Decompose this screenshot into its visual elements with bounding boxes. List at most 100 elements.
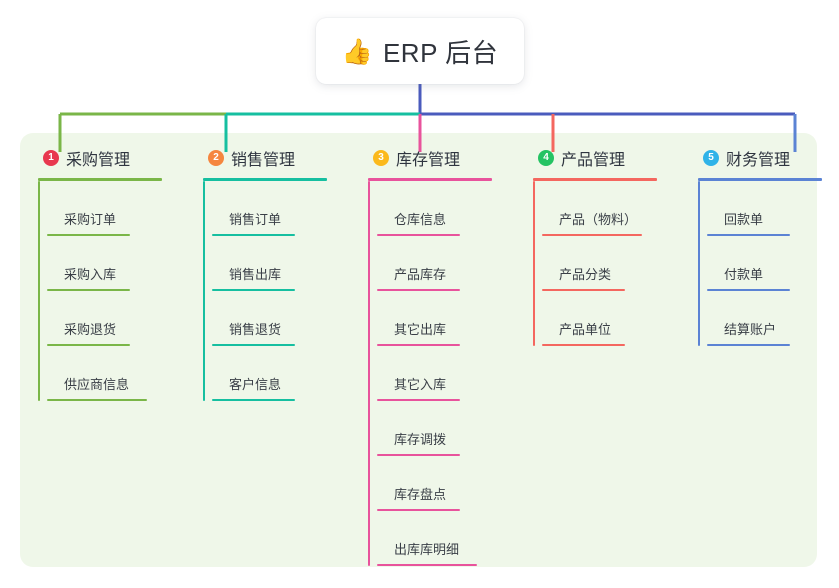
leaf-list: 产品（物料） 产品分类产品单位 — [533, 181, 680, 346]
leaf-node[interactable]: 库存盘点 — [377, 456, 515, 511]
leaf-node[interactable]: 回款单 — [707, 181, 832, 236]
leaf-list: 回款单付款单结算账户 — [698, 181, 832, 346]
column-title: 财务管理 — [726, 152, 791, 169]
leaf-node[interactable]: 其它入库 — [377, 346, 515, 401]
leaf-underline — [47, 399, 147, 401]
leaf-node[interactable]: 销售订单 — [212, 181, 350, 236]
leaf-label: 产品（物料） — [559, 212, 638, 227]
leaf-label: 采购退货 — [64, 322, 117, 337]
column-header-5[interactable]: 5 财务管理 — [698, 145, 832, 171]
column-3: 3 库存管理仓库信息产品库存其它出库其它入库库存调拨库存盘点出库库明细 — [350, 133, 515, 567]
leaf-label: 采购订单 — [64, 212, 117, 227]
leaf-underline — [212, 289, 295, 291]
leaf-node[interactable]: 库存调拨 — [377, 401, 515, 456]
leaf-label: 销售出库 — [229, 267, 282, 282]
column-4: 4 产品管理产品（物料） 产品分类产品单位 — [515, 133, 680, 567]
leaf-node[interactable]: 产品库存 — [377, 236, 515, 291]
column-underline — [698, 178, 822, 181]
column-container: 1 采购管理采购订单采购入库采购退货供应商信息 2 销售管理销售订单销售出库销售退货客… — [20, 133, 822, 567]
leaf-label: 客户信息 — [229, 377, 282, 392]
leaf-label: 付款单 — [724, 267, 764, 282]
leaf-label: 其它入库 — [394, 377, 447, 392]
column-number-badge: 3 — [373, 150, 389, 166]
leaf-underline — [377, 344, 460, 346]
root-node[interactable]: 👍 ERP 后台 — [316, 18, 524, 84]
column-header-1[interactable]: 1 采购管理 — [38, 145, 185, 171]
column-spine — [533, 181, 535, 346]
column-number-badge: 5 — [703, 150, 719, 166]
column-spine — [203, 181, 205, 401]
column-spine — [368, 181, 370, 566]
column-header-2[interactable]: 2 销售管理 — [203, 145, 350, 171]
column-underline — [533, 178, 657, 181]
column-1: 1 采购管理采购订单采购入库采购退货供应商信息 — [20, 133, 185, 567]
leaf-underline — [47, 289, 130, 291]
leaf-label: 库存盘点 — [394, 487, 447, 502]
leaf-label: 产品库存 — [394, 267, 447, 282]
leaf-underline — [542, 289, 625, 291]
leaf-underline — [377, 564, 477, 566]
leaf-node[interactable]: 销售出库 — [212, 236, 350, 291]
column-title: 销售管理 — [231, 152, 296, 169]
leaf-node[interactable]: 其它出库 — [377, 291, 515, 346]
leaf-underline — [542, 344, 625, 346]
leaf-label: 结算账户 — [724, 322, 777, 337]
leaf-node[interactable]: 供应商信息 — [47, 346, 185, 401]
leaf-label: 供应商信息 — [64, 377, 130, 392]
column-5: 5 财务管理回款单付款单结算账户 — [680, 133, 832, 567]
leaf-node[interactable]: 采购入库 — [47, 236, 185, 291]
leaf-underline — [377, 509, 460, 511]
leaf-label: 仓库信息 — [394, 212, 447, 227]
leaf-label: 库存调拨 — [394, 432, 447, 447]
leaf-node[interactable]: 采购退货 — [47, 291, 185, 346]
column-header-4[interactable]: 4 产品管理 — [533, 145, 680, 171]
leaf-underline — [377, 289, 460, 291]
leaf-label: 采购入库 — [64, 267, 117, 282]
leaf-label: 回款单 — [724, 212, 764, 227]
leaf-node[interactable]: 结算账户 — [707, 291, 832, 346]
leaf-label: 产品单位 — [559, 322, 612, 337]
column-title: 采购管理 — [66, 152, 131, 169]
leaf-node[interactable]: 出库库明细 — [377, 511, 515, 566]
column-title: 库存管理 — [396, 152, 461, 169]
leaf-underline — [212, 399, 295, 401]
leaf-underline — [542, 234, 642, 236]
column-number-badge: 2 — [208, 150, 224, 166]
content-panel — [20, 133, 817, 567]
column-spine — [698, 181, 700, 346]
root-node-title: ERP 后台 — [382, 37, 499, 68]
leaf-node[interactable]: 产品分类 — [542, 236, 680, 291]
leaf-node[interactable]: 付款单 — [707, 236, 832, 291]
leaf-node[interactable]: 仓库信息 — [377, 181, 515, 236]
leaf-underline — [377, 399, 460, 401]
leaf-list: 采购订单采购入库采购退货供应商信息 — [38, 181, 185, 401]
leaf-underline — [707, 344, 790, 346]
thumbs-up-icon: 👍 — [341, 37, 373, 66]
leaf-list: 销售订单销售出库销售退货客户信息 — [203, 181, 350, 401]
leaf-underline — [212, 344, 295, 346]
column-title: 产品管理 — [561, 152, 626, 169]
leaf-label: 产品分类 — [559, 267, 612, 282]
leaf-underline — [377, 454, 460, 456]
column-underline — [38, 178, 162, 181]
column-spine — [38, 181, 40, 401]
column-2: 2 销售管理销售订单销售出库销售退货客户信息 — [185, 133, 350, 567]
leaf-underline — [47, 344, 130, 346]
leaf-node[interactable]: 客户信息 — [212, 346, 350, 401]
leaf-node[interactable]: 销售退货 — [212, 291, 350, 346]
leaf-underline — [377, 234, 460, 236]
column-underline — [203, 178, 327, 181]
leaf-label: 销售退货 — [229, 322, 282, 337]
leaf-label: 销售订单 — [229, 212, 282, 227]
leaf-node[interactable]: 产品单位 — [542, 291, 680, 346]
leaf-node[interactable]: 采购订单 — [47, 181, 185, 236]
leaf-label: 出库库明细 — [394, 542, 460, 557]
column-number-badge: 1 — [43, 150, 59, 166]
leaf-label: 其它出库 — [394, 322, 447, 337]
leaf-underline — [212, 234, 295, 236]
leaf-node[interactable]: 产品（物料） — [542, 181, 680, 236]
column-header-3[interactable]: 3 库存管理 — [368, 145, 515, 171]
column-number-badge: 4 — [538, 150, 554, 166]
leaf-list: 仓库信息产品库存其它出库其它入库库存调拨库存盘点出库库明细 — [368, 181, 515, 566]
